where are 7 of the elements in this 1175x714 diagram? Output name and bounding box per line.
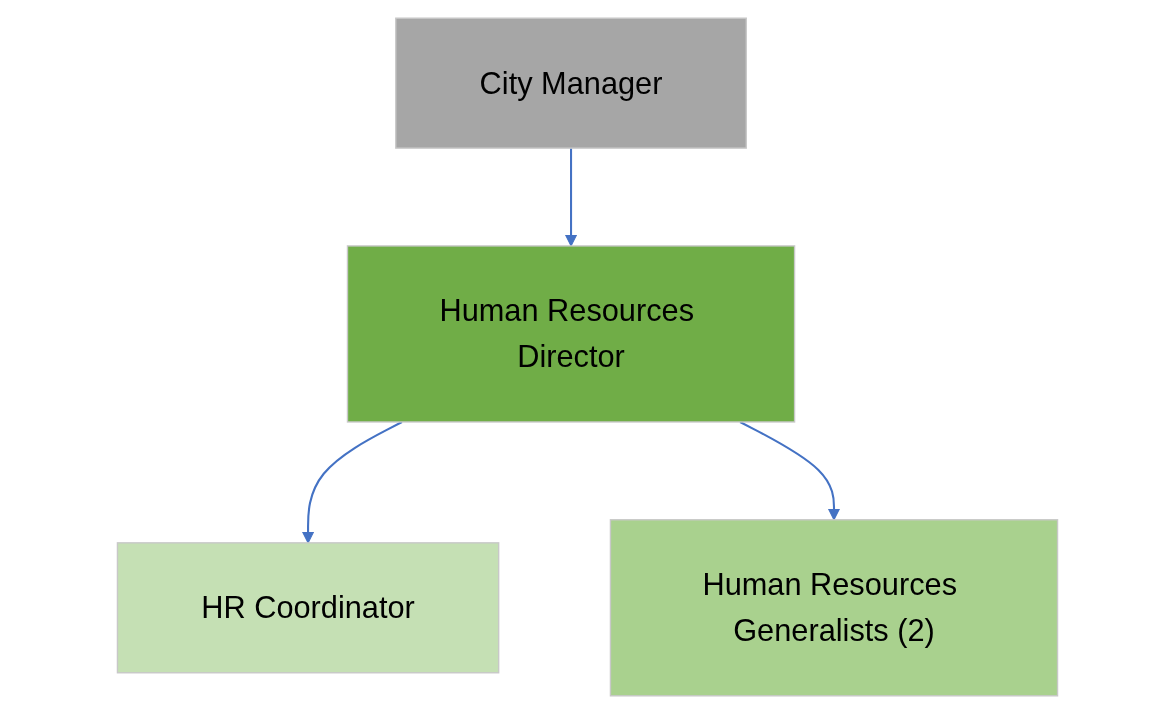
arrow <box>739 421 841 521</box>
node-box: HR Coordinator <box>116 542 500 674</box>
node-box: City Manager <box>395 17 747 149</box>
node-box: Human Resources Generalists (2) <box>609 519 1059 697</box>
arrow <box>564 148 578 247</box>
arrow <box>301 421 403 544</box>
node-box: Human Resources Director <box>346 245 796 423</box>
